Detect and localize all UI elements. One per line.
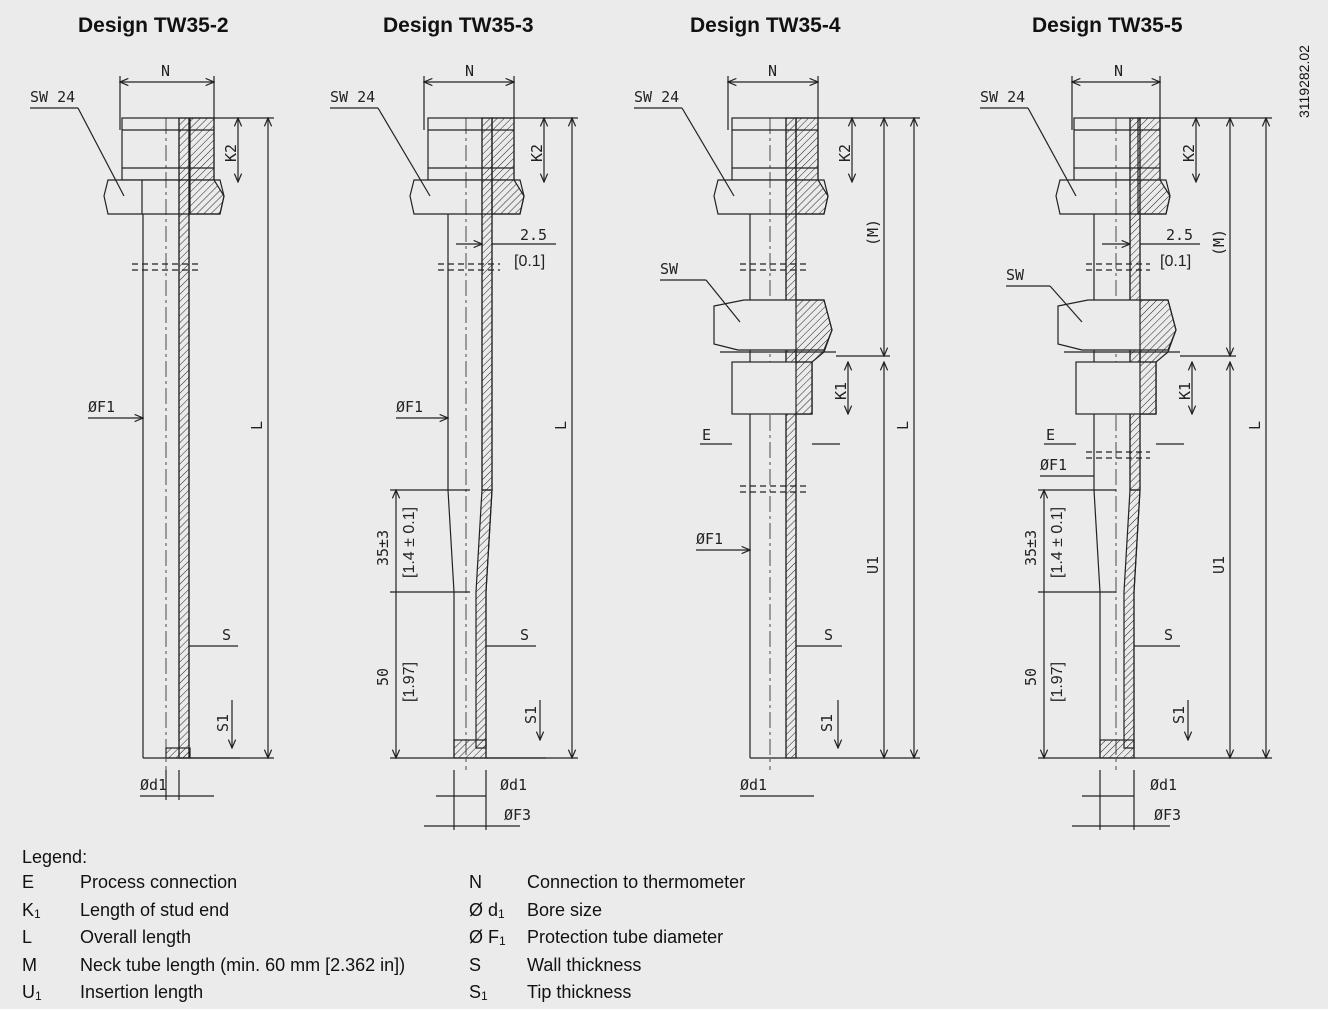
dim-taper-mm: 35±3 xyxy=(374,530,392,566)
dim-d1: Ød1 xyxy=(140,776,167,794)
design-title-tw35-2: Design TW35-2 xyxy=(78,14,229,37)
dim-n: N xyxy=(1114,62,1123,80)
dim-s: S xyxy=(824,626,833,644)
dim-l: L xyxy=(1246,421,1264,430)
dim-l: L xyxy=(248,421,266,430)
thermowell-drawings: N SW 24 K2 L ØF1 S S1 Ød1 N SW 24 K2 L 2… xyxy=(30,62,1272,830)
dim-wall-in: [0.1] xyxy=(514,253,545,270)
dim-e: E xyxy=(1046,426,1055,444)
dim-sw: SW xyxy=(1006,266,1025,284)
dim-k2: K2 xyxy=(528,144,546,162)
drawing-tw35-5 xyxy=(980,76,1272,830)
dim-e: E xyxy=(702,426,711,444)
dim-wall-in: [0.1] xyxy=(1160,253,1191,270)
design-title-tw35-3: Design TW35-3 xyxy=(383,14,534,37)
drawing-tw35-3 xyxy=(330,76,578,830)
dim-sw: SW xyxy=(660,260,679,278)
dim-s1: S1 xyxy=(1170,706,1188,724)
dim-m: (M) xyxy=(864,219,882,246)
dim-taper-mm: 35±3 xyxy=(1022,530,1040,566)
dim-n: N xyxy=(161,62,170,80)
dim-wall-mm: 2.5 xyxy=(1166,226,1193,244)
dim-m: (M) xyxy=(1210,229,1228,256)
design-title-tw35-4: Design TW35-4 xyxy=(690,14,841,37)
design-title-tw35-5: Design TW35-5 xyxy=(1032,14,1183,37)
dim-f1: ØF1 xyxy=(696,530,723,548)
drawing-tw35-4 xyxy=(634,76,920,797)
dim-f3: ØF3 xyxy=(1154,806,1181,824)
dim-sw24: SW 24 xyxy=(30,88,75,106)
dim-tip-in: [1.97] xyxy=(1049,662,1066,702)
dim-d1: Ød1 xyxy=(1150,776,1177,794)
dim-tip-mm: 50 xyxy=(374,668,392,686)
dim-wall-mm: 2.5 xyxy=(520,226,547,244)
dim-sw24: SW 24 xyxy=(330,88,375,106)
dim-sw24: SW 24 xyxy=(634,88,679,106)
dim-s: S xyxy=(222,626,231,644)
dim-tip-mm: 50 xyxy=(1022,668,1040,686)
dim-l: L xyxy=(552,421,570,430)
dim-taper-in: [1.4 ± 0.1] xyxy=(401,507,418,578)
dim-n: N xyxy=(768,62,777,80)
drawing-tw35-2 xyxy=(30,76,274,800)
dim-s: S xyxy=(520,626,529,644)
dim-d1: Ød1 xyxy=(740,776,767,794)
dim-k1: K1 xyxy=(1176,382,1194,400)
dim-u1: U1 xyxy=(864,556,882,574)
dim-f1: ØF1 xyxy=(1040,456,1067,474)
dim-k2: K2 xyxy=(836,144,854,162)
dim-s1: S1 xyxy=(522,706,540,724)
dim-sw24: SW 24 xyxy=(980,88,1025,106)
dim-s1: S1 xyxy=(214,714,232,732)
dim-f1: ØF1 xyxy=(396,398,423,416)
dim-d1: Ød1 xyxy=(500,776,527,794)
dim-k1: K1 xyxy=(832,382,850,400)
dim-taper-in: [1.4 ± 0.1] xyxy=(1049,507,1066,578)
dim-k2: K2 xyxy=(1180,144,1198,162)
dim-n: N xyxy=(465,62,474,80)
dim-s: S xyxy=(1164,626,1173,644)
dim-tip-in: [1.97] xyxy=(401,662,418,702)
dim-l: L xyxy=(894,421,912,430)
dim-f1: ØF1 xyxy=(88,398,115,416)
dim-u1: U1 xyxy=(1210,556,1228,574)
dim-k2: K2 xyxy=(222,144,240,162)
legend-title: Legend: xyxy=(22,847,88,867)
dim-s1: S1 xyxy=(818,714,836,732)
dim-f3: ØF3 xyxy=(504,806,531,824)
